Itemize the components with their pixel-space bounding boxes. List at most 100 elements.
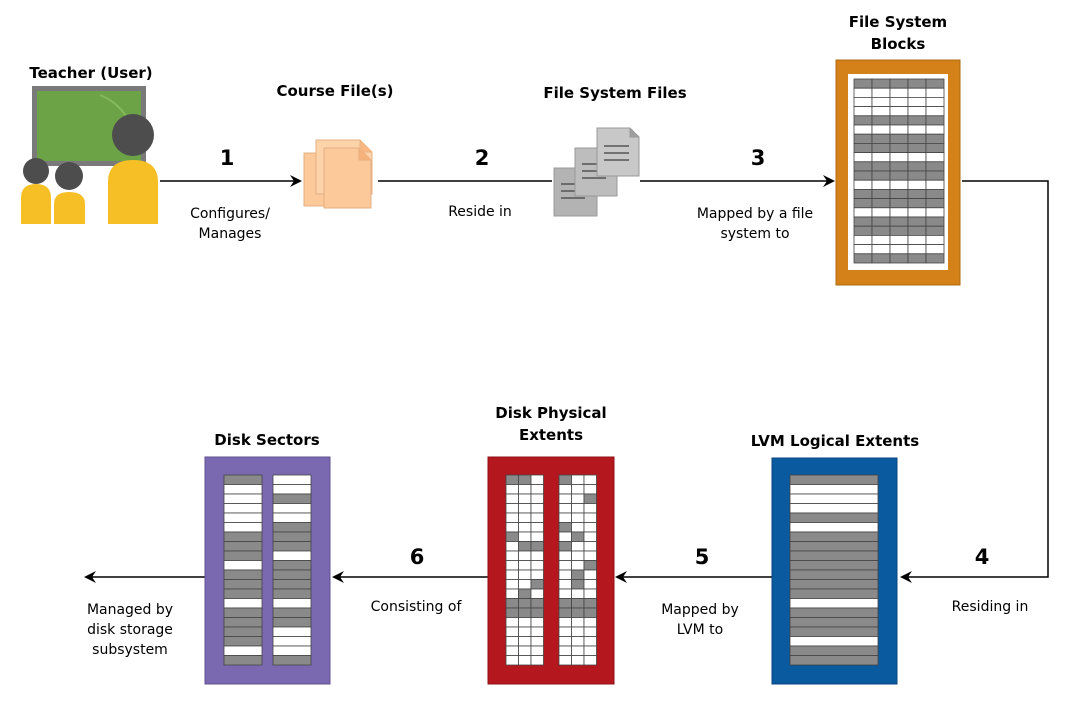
grid-cell [530, 550, 544, 561]
grid-cell [272, 550, 312, 561]
grid-cell [925, 133, 945, 144]
grid-cell [889, 152, 909, 163]
grid-cell [871, 115, 891, 126]
grid-cell [583, 607, 597, 618]
grid-cell [530, 598, 544, 609]
grid-cell [223, 493, 263, 504]
grid-cell [853, 124, 873, 135]
grid-cell [871, 161, 891, 172]
grid-cell [558, 522, 572, 533]
grid-cell [925, 78, 945, 89]
grid-cell [518, 512, 532, 523]
grid-cell [871, 106, 891, 117]
grid-cell [871, 133, 891, 144]
grid-cell [907, 115, 927, 126]
grid-cell [223, 512, 263, 523]
grid-cell [518, 588, 532, 599]
grid-cell [272, 636, 312, 647]
grid-cell [907, 87, 927, 98]
grid-cell [871, 124, 891, 135]
grid-cell [272, 503, 312, 514]
step-1-label: Configures/ Manages [160, 204, 300, 244]
grid-cell [889, 198, 909, 209]
grid-cell [907, 234, 927, 245]
step-6-number: 6 [409, 545, 425, 569]
grid-cell [558, 474, 572, 485]
grid-cell [583, 474, 597, 485]
grid-cell [925, 124, 945, 135]
grid-cell [907, 133, 927, 144]
step-2-number: 2 [474, 146, 490, 170]
grid-cell [583, 636, 597, 647]
grid-cell [505, 484, 519, 495]
grid-cell [505, 598, 519, 609]
grid-cell [518, 493, 532, 504]
grid-cell [223, 484, 263, 495]
grid-cell [558, 636, 572, 647]
grid-cell [853, 97, 873, 108]
grid-cell [907, 161, 927, 172]
fs-blocks-title-line2: Blocks [870, 35, 926, 53]
grid-cell [530, 645, 544, 656]
grid-cell [505, 503, 519, 514]
grid-cell [518, 531, 532, 542]
grid-cell [853, 115, 873, 126]
grid-cell [272, 569, 312, 580]
grid-cell [853, 161, 873, 172]
grid-cell [223, 531, 263, 542]
grid-cell [789, 598, 879, 609]
grid-cell [518, 484, 532, 495]
grid-cell [583, 522, 597, 533]
grid-cell [583, 626, 597, 637]
step-4-label: Residing in [930, 597, 1050, 617]
grid-cell [272, 607, 312, 618]
grid-cell [571, 531, 585, 542]
grid-cell [558, 541, 572, 552]
physical-extents-title-line2: Extents [518, 426, 584, 444]
grid-cell [853, 207, 873, 218]
grid-cell [571, 598, 585, 609]
step-3-label-line2: system to [720, 226, 790, 242]
grid-cell [558, 512, 572, 523]
grid-cell [907, 142, 927, 153]
grid-cell [907, 152, 927, 163]
grid-cell [889, 216, 909, 227]
grid-cell [530, 569, 544, 580]
grid-cell [907, 179, 927, 190]
grid-cell [925, 179, 945, 190]
grid-cell [889, 161, 909, 172]
grid-cell [571, 636, 585, 647]
grid-cell [789, 512, 879, 523]
grid-cell [789, 541, 879, 552]
grid-cell [853, 78, 873, 89]
grid-cell [530, 626, 544, 637]
grid-cell [272, 588, 312, 599]
grid-cell [223, 550, 263, 561]
grid-cell [925, 253, 945, 264]
final-label-line1: Managed by [86, 602, 174, 618]
grid-cell [558, 560, 572, 571]
grid-cell [871, 253, 891, 264]
grid-cell [889, 179, 909, 190]
grid-cell [925, 234, 945, 245]
step-3-label-line1: Mapped by a file [696, 206, 814, 222]
grid-cell [505, 607, 519, 618]
grid-cell [853, 179, 873, 190]
grid-cell [571, 550, 585, 561]
grid-cell [571, 626, 585, 637]
grid-cell [889, 207, 909, 218]
grid-cell [505, 560, 519, 571]
grid-cell [558, 493, 572, 504]
grid-cell [853, 152, 873, 163]
grid-cell [583, 588, 597, 599]
grid-cell [853, 133, 873, 144]
grid-cell [925, 106, 945, 117]
physical-extents-grid-left [505, 474, 544, 666]
grid-cell [518, 617, 532, 628]
teacher-icon [21, 86, 158, 224]
grid-cell [583, 560, 597, 571]
grid-cell [889, 97, 909, 108]
grid-cell [518, 503, 532, 514]
grid-cell [558, 569, 572, 580]
grid-cell [518, 560, 532, 571]
